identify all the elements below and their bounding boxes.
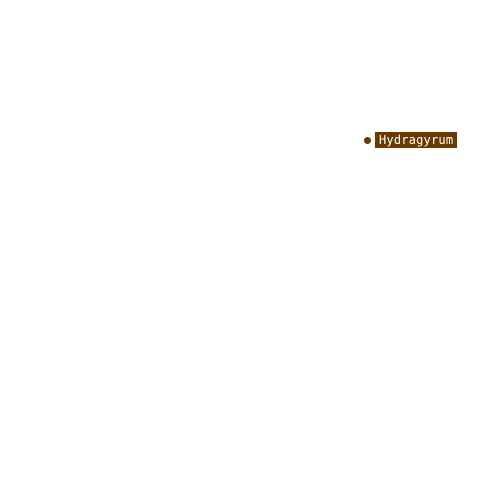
dot-icon [364,136,371,144]
point-marker[interactable]: Hydragyrum [364,131,458,149]
marker-label: Hydragyrum [375,132,458,148]
